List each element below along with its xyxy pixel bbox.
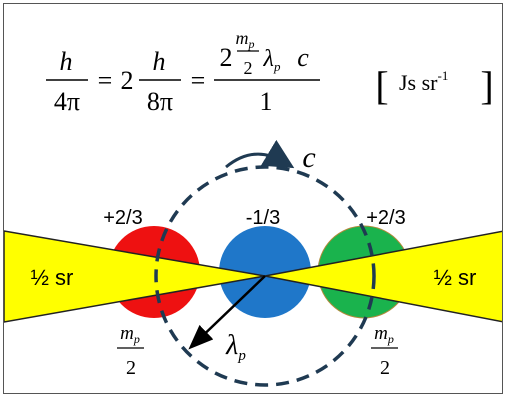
eq-term1-numerator: h <box>60 47 73 76</box>
mass-left-label: mp 2 <box>117 323 144 379</box>
eq-term2-denominator: 8π <box>147 87 173 116</box>
mass-right-denominator: 2 <box>380 357 390 379</box>
mass-left-numerator: mp <box>120 323 140 346</box>
units-text: Js sr-1 <box>399 68 448 95</box>
eq-term3-coefficient: 2 <box>220 43 233 72</box>
charge-left: +2/3 <box>103 207 142 229</box>
eq-units: [ Js sr-1 ] <box>375 63 493 108</box>
eq-term2-coefficient: 2 <box>121 66 134 95</box>
eq-term3-denominator: 1 <box>260 87 273 116</box>
solid-angle-right-label: ½ sr <box>434 265 477 290</box>
mass-right-numerator: mp <box>374 323 394 346</box>
blue-quark <box>219 226 311 318</box>
equation: h 4π = 2 h 8π = 2 mp 2 λp c 1 [ Js sr-1 … <box>46 28 494 116</box>
eq-term1-denominator: 4π <box>54 87 80 116</box>
units-open-bracket: [ <box>375 63 388 108</box>
radius-label: λp <box>225 330 246 364</box>
eq-equals-2: = <box>191 66 206 95</box>
units-close-bracket: ] <box>480 63 493 108</box>
eq-term3-speed: c <box>297 43 309 72</box>
eq-term3-mass-denominator: 2 <box>244 58 253 78</box>
rotation-speed-label: c <box>302 141 315 174</box>
solid-angle-left-label: ½ sr <box>31 265 74 290</box>
right-solid-angle-cone <box>264 230 502 323</box>
eq-equals-1: = <box>98 66 113 95</box>
particle-diagram: c +2/3 -1/3 +2/3 ½ sr ½ sr λp mp 2 mp 2 <box>4 139 502 387</box>
mass-left-denominator: 2 <box>126 357 136 379</box>
diagram-frame: h 4π = 2 h 8π = 2 mp 2 λp c 1 [ Js sr-1 … <box>3 3 503 394</box>
left-solid-angle-cone <box>4 230 266 323</box>
diagram-canvas: h 4π = 2 h 8π = 2 mp 2 λp c 1 [ Js sr-1 … <box>4 28 502 387</box>
eq-term2-numerator: h <box>153 47 166 76</box>
charge-right: +2/3 <box>366 207 405 229</box>
radius-arrow-icon <box>188 275 266 350</box>
eq-term3-mass: mp <box>236 28 255 51</box>
mass-right-label: mp 2 <box>371 323 398 379</box>
charge-center: -1/3 <box>246 207 280 229</box>
eq-term3-wavelength: λp <box>263 46 281 74</box>
rotation-arrow-icon <box>225 139 295 169</box>
